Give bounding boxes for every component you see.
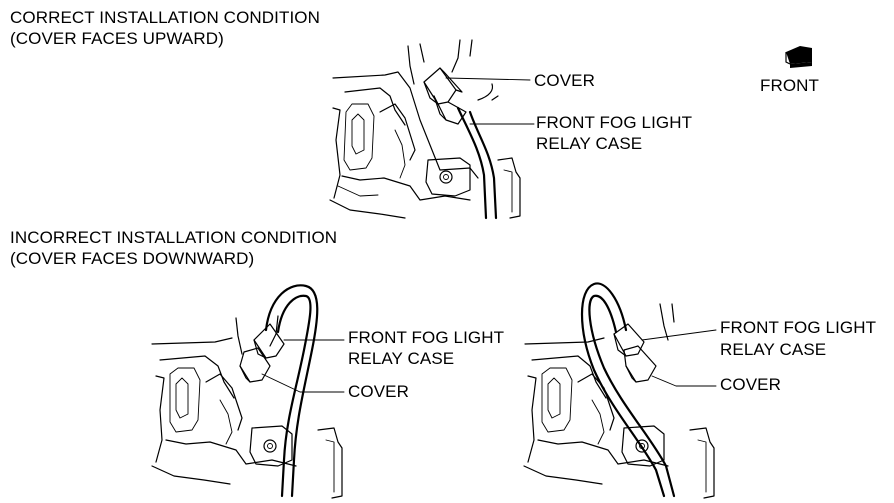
correct-illustration [329,39,535,220]
incorrect-heading-line1: INCORRECT INSTALLATION CONDITION [10,228,338,247]
correct-heading-line2: (COVER FACES UPWARD) [10,29,224,48]
front-label: FRONT [760,76,820,95]
front-arrow-icon [785,46,812,68]
correct-relay-label-line1: FRONT FOG LIGHT [536,113,693,132]
correct-cover-label: COVER [534,71,595,90]
incorrect-left-cover-label: COVER [348,382,409,401]
incorrect-left-relay-label-line1: FRONT FOG LIGHT [348,328,505,347]
incorrect-left-relay-label-line2: RELAY CASE [348,349,455,368]
correct-heading-line1: CORRECT INSTALLATION CONDITION [10,8,320,27]
incorrect-heading-line2: (COVER FACES DOWNWARD) [10,249,255,268]
incorrect-right-relay-label-line2: RELAY CASE [720,340,827,359]
correct-relay-label-line2: RELAY CASE [536,134,643,153]
incorrect-right-illustration [523,282,717,499]
incorrect-right-relay-label-line1: FRONT FOG LIGHT [720,318,877,337]
incorrect-left-illustration [151,284,345,499]
incorrect-right-cover-label: COVER [720,375,781,394]
